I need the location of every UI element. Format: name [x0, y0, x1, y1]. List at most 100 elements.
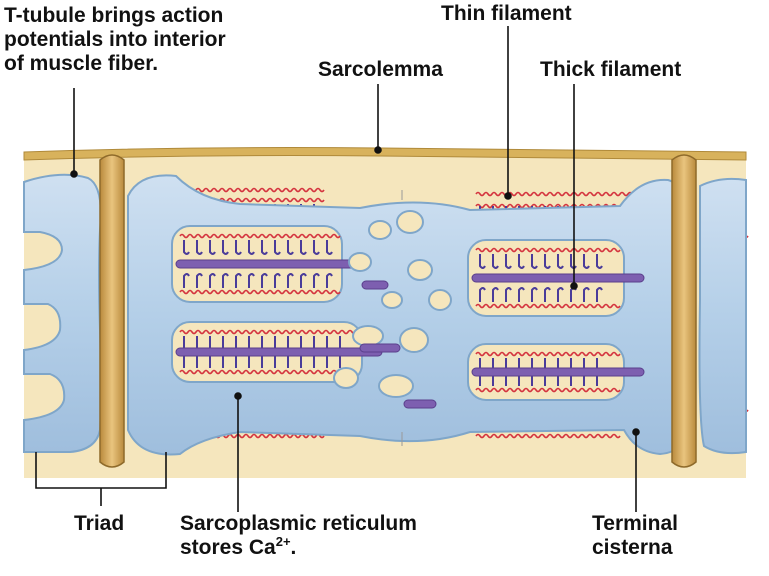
- leader-thick-filament-dot: [570, 282, 578, 290]
- thick-filament: [175, 259, 363, 269]
- sr-period: .: [290, 536, 297, 559]
- t-tubule-right: [671, 154, 697, 468]
- thick-filament: [471, 273, 645, 283]
- thin-filament: [475, 351, 621, 357]
- thin-filament: [179, 187, 325, 193]
- t-tubule-line-3: of muscle fiber.: [4, 52, 159, 75]
- thin-filament: [475, 247, 621, 253]
- myosin-head: [209, 273, 216, 288]
- myosin-head: [557, 254, 564, 269]
- thin-filament: [179, 233, 341, 239]
- leader-sr-dot: [234, 392, 242, 400]
- myosin-head: [222, 273, 229, 288]
- myosin-head: [544, 254, 551, 269]
- thin-filament: [475, 387, 621, 393]
- mesh-hole: [399, 327, 429, 353]
- myosin-head: [505, 254, 512, 269]
- mesh-hole: [407, 259, 433, 281]
- myosin-head: [222, 240, 229, 255]
- leader-t-tubule-dot: [70, 170, 78, 178]
- myosin-head: [492, 254, 499, 269]
- mesh-hole: [348, 252, 372, 272]
- thin-filament: [179, 369, 357, 375]
- thick-filament: [361, 280, 389, 290]
- right-reticulum: [698, 177, 747, 455]
- leader-sarcolemma-dot: [374, 146, 382, 154]
- thick-filament-label: Thick filament: [540, 58, 682, 81]
- mesh-hole: [428, 289, 452, 311]
- myosin-head: [583, 254, 590, 269]
- ca-superscript: 2+: [275, 534, 291, 549]
- sr-line-2-text: stores Ca: [180, 536, 276, 559]
- myosin-head: [248, 273, 255, 288]
- myosin-head: [248, 240, 255, 255]
- myosin-head: [557, 287, 564, 302]
- mesh-hole: [396, 210, 424, 234]
- myosin-head: [531, 254, 538, 269]
- t-tubule-label: T-tubule brings action potentials into i…: [4, 4, 226, 76]
- thin-filament-label: Thin filament: [441, 2, 572, 25]
- myosin-head: [261, 273, 268, 288]
- terminal-cisterna-line-2: cisterna: [592, 536, 673, 559]
- leader-terminal-cisterna-dot: [632, 428, 640, 436]
- terminal-cisterna-label: Terminal cisterna: [592, 512, 678, 560]
- sarcoplasmic-reticulum-label: Sarcoplasmic reticulum stores Ca2+.: [180, 512, 417, 560]
- thin-filament: [179, 329, 357, 335]
- sarcolemma-label: Sarcolemma: [318, 58, 443, 81]
- mesh-hole: [378, 374, 414, 398]
- t-tubule-line-1: T-tubule brings action: [4, 4, 224, 27]
- thick-filament: [471, 367, 645, 377]
- myosin-head: [235, 273, 242, 288]
- terminal-cisterna-line-1: Terminal: [592, 512, 678, 535]
- thin-filament: [475, 303, 621, 309]
- myosin-head: [531, 287, 538, 302]
- myosin-head: [183, 240, 190, 255]
- myosin-head: [492, 287, 499, 302]
- mesh-hole: [333, 367, 359, 389]
- sr-line-1: Sarcoplasmic reticulum: [180, 512, 417, 535]
- myosin-head: [326, 273, 333, 288]
- reticulum-windows: [171, 210, 645, 409]
- thin-filament: [475, 191, 645, 197]
- myosin-head: [287, 240, 294, 255]
- myosin-head: [313, 240, 320, 255]
- sr-line-2: stores Ca2+.: [180, 534, 417, 560]
- myosin-head: [300, 273, 307, 288]
- myosin-head: [196, 273, 203, 288]
- myosin-head: [235, 240, 242, 255]
- thick-filament: [403, 399, 437, 409]
- myosin-head: [196, 240, 203, 255]
- thin-filament: [475, 433, 621, 439]
- myosin-head: [479, 287, 486, 302]
- mesh-hole: [352, 325, 384, 347]
- myosin-head: [544, 287, 551, 302]
- myosin-head: [209, 240, 216, 255]
- myosin-head: [261, 240, 268, 255]
- thin-filament: [179, 289, 341, 295]
- myosin-head: [505, 287, 512, 302]
- myosin-head: [583, 287, 590, 302]
- myosin-head: [596, 287, 603, 302]
- myosin-head: [313, 273, 320, 288]
- mesh-hole: [381, 291, 403, 309]
- myosin-head: [518, 254, 525, 269]
- myosin-head: [300, 240, 307, 255]
- t-tubule-line-2: potentials into interior: [4, 28, 226, 51]
- thick-filament: [359, 343, 401, 353]
- t-tubule-left: [99, 154, 125, 468]
- myosin-head: [596, 254, 603, 269]
- mesh-hole: [368, 220, 392, 240]
- triad-label: Triad: [74, 512, 125, 535]
- myosin-head: [274, 273, 281, 288]
- leader-thin-filament-dot: [504, 192, 512, 200]
- myosin-head: [479, 254, 486, 269]
- thick-filament: [175, 347, 383, 357]
- myosin-head: [518, 287, 525, 302]
- myosin-head: [326, 240, 333, 255]
- myosin-head: [183, 273, 190, 288]
- sarcolemma-membrane: [23, 147, 747, 161]
- myosin-head: [274, 240, 281, 255]
- myosin-head: [287, 273, 294, 288]
